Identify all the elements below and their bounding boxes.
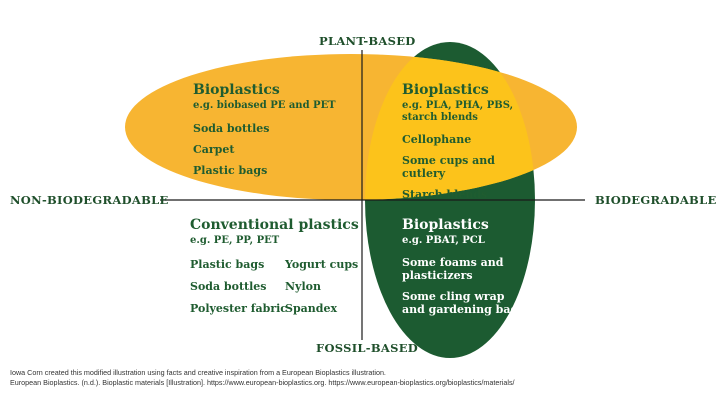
axis-label-top: PLANT-BASED <box>319 34 416 48</box>
list-item: Plastic bags <box>190 257 265 271</box>
list-item: Nylon <box>285 279 321 293</box>
list-item: Some cling wrap and gardening bags <box>402 290 525 317</box>
quadrant-title: Bioplastics <box>402 82 489 98</box>
axis-label-left: NON-BIODEGRADABLE <box>10 193 169 207</box>
overlap-region <box>365 54 535 200</box>
axis-label-right: BIODEGRADABLE <box>595 193 717 207</box>
footer-credit: Iowa Corn created this modified illustra… <box>10 368 386 377</box>
quadrant-top-right: Bioplastics e.g. PLA, PHA, PBS, starch b… <box>402 82 527 202</box>
quadrant-subtitle: e.g. PBAT, PCL <box>402 234 485 246</box>
quadrant-top-left: Bioplastics e.g. biobased PE and PET Sod… <box>193 82 336 177</box>
list-item: Soda bottles <box>190 279 267 293</box>
list-item: Polyester fabric <box>190 302 288 316</box>
list-item: Soda bottles <box>193 121 270 135</box>
quadrant-bottom-right: Bioplastics e.g. PBAT, PCL Some foams an… <box>402 217 527 317</box>
footer-citation: European Bioplastics. (n.d.). Bioplastic… <box>10 378 515 387</box>
list-item: Some cups and cutlery <box>402 153 495 181</box>
quadrant-title: Bioplastics <box>193 82 280 98</box>
list-item: Carpet <box>193 142 235 156</box>
item-columns: Plastic bags Soda bottles Polyester fabr… <box>190 249 359 316</box>
quadrant-title: Conventional plastics <box>190 217 359 233</box>
list-item: Starch blends <box>402 188 488 202</box>
quadrant-subtitle: e.g. biobased PE and PET <box>193 99 336 111</box>
list-item: Spandex <box>285 302 338 316</box>
quadrant-subtitle: e.g. PLA, PHA, PBS, starch blends <box>402 99 514 123</box>
quadrant-bottom-left: Conventional plastics e.g. PE, PP, PET P… <box>190 217 359 315</box>
quadrant-title: Bioplastics <box>402 217 489 233</box>
quadrant-subtitle: e.g. PE, PP, PET <box>190 234 280 246</box>
list-item: Plastic bags <box>193 164 268 178</box>
list-item: Some foams and plasticizers <box>402 255 504 282</box>
list-item: Cellophane <box>402 132 472 146</box>
axis-label-bottom: FOSSIL-BASED <box>316 341 419 355</box>
item-column: Plastic bags Soda bottles Polyester fabr… <box>190 249 288 316</box>
item-column: Yogurt cups Nylon Spandex <box>285 249 358 316</box>
list-item: Yogurt cups <box>285 257 359 271</box>
